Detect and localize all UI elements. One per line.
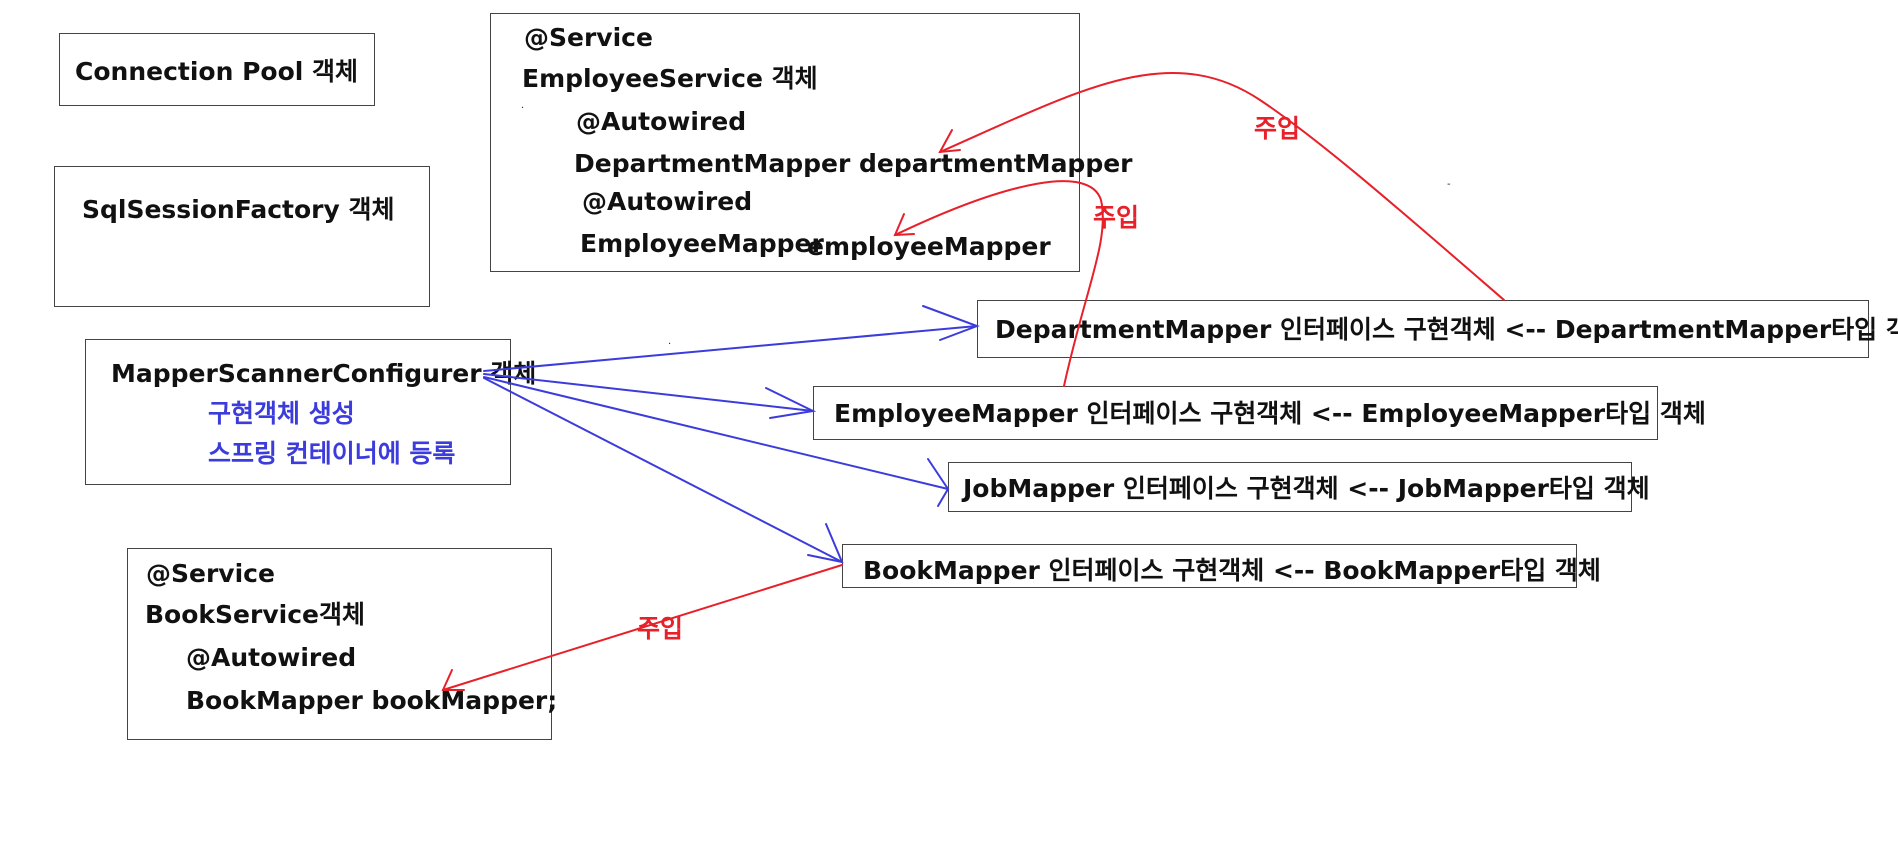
register-arrowhead-department	[922, 305, 980, 341]
connection-pool-box	[59, 33, 375, 106]
job-mapper-label: JobMapper 인터페이스 구현객체 <-- JobMapper타입 객체	[963, 474, 1650, 503]
employee-service-field-employee-type: EmployeeMapper	[580, 229, 824, 258]
stray-dot-1: .	[521, 100, 525, 111]
stray-dash: -	[1447, 179, 1451, 190]
employee-service-field-department: DepartmentMapper departmentMapper	[574, 149, 1133, 178]
sql-session-factory-box	[54, 166, 430, 307]
book-service-annotation: @Service	[146, 559, 275, 588]
book-mapper-box	[842, 544, 1577, 588]
inject-label-book: 주입	[637, 614, 684, 643]
stray-dot-2: .	[668, 336, 672, 347]
book-service-label: BookService객체	[145, 600, 365, 629]
register-arrowhead-job	[927, 458, 950, 507]
inject-label-employee: 주입	[1093, 203, 1140, 232]
inject-label-department: 주입	[1254, 114, 1301, 143]
employee-mapper-box	[813, 386, 1658, 440]
department-mapper-label: DepartmentMapper 인터페이스 구현객체 <-- Departme…	[995, 315, 1898, 344]
employee-service-autowired-1: @Autowired	[576, 107, 747, 136]
register-arrow-department	[483, 325, 978, 372]
book-service-autowired: @Autowired	[186, 643, 357, 672]
mapper-scanner-line1: 구현객체 생성	[208, 399, 355, 428]
department-mapper-box	[977, 300, 1869, 358]
job-mapper-box	[948, 462, 1632, 512]
employee-mapper-label: EmployeeMapper 인터페이스 구현객체 <-- EmployeeMa…	[834, 399, 1706, 428]
sql-session-factory-label: SqlSessionFactory 객체	[82, 195, 395, 224]
mapper-scanner-box	[85, 339, 511, 485]
register-arrow-book	[483, 377, 843, 563]
employee-service-field-employee-name: employeeMapper	[807, 232, 1051, 261]
mapper-scanner-line2: 스프링 컨테이너에 등록	[208, 439, 456, 468]
mapper-scanner-label: MapperScannerConfigurer 객체	[111, 359, 537, 388]
book-service-field: BookMapper bookMapper;	[186, 686, 558, 715]
register-arrowhead-book	[807, 523, 844, 564]
employee-service-label: EmployeeService 객체	[522, 64, 818, 93]
book-mapper-label: BookMapper 인터페이스 구현객체 <-- BookMapper타입 객…	[863, 556, 1601, 585]
connection-pool-label: Connection Pool 객체	[75, 57, 359, 86]
register-arrowhead-employee	[765, 387, 817, 419]
employee-service-annotation: @Service	[524, 23, 653, 52]
employee-service-autowired-2: @Autowired	[582, 187, 753, 216]
